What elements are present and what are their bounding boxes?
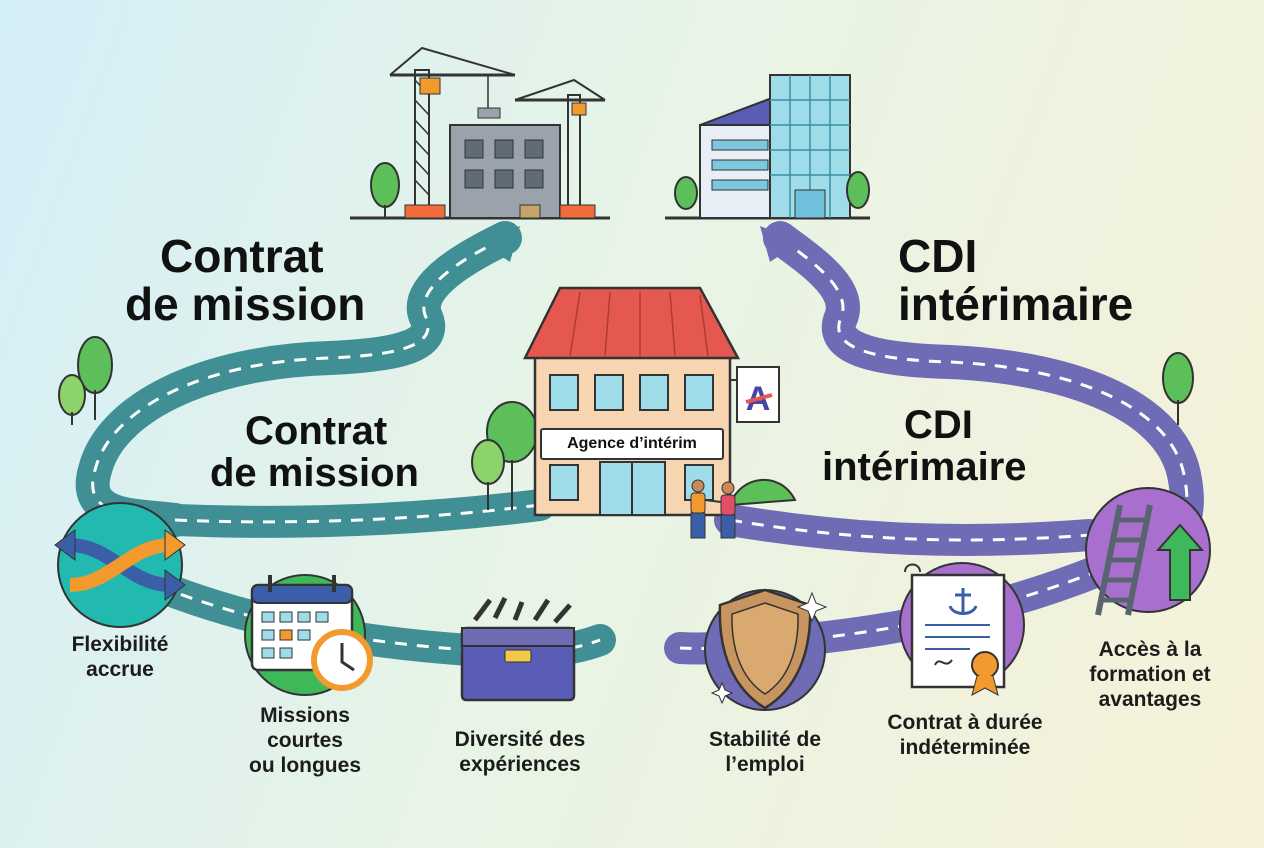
- heading-right-top-line2: intérimaire: [898, 278, 1134, 331]
- label-training: Accès à la formation et avantages: [1089, 638, 1211, 712]
- label-flexibility: Flexibilité accrue: [71, 633, 169, 682]
- label-cdi-contract: Contrat à durée indéterminée: [887, 711, 1043, 760]
- heading-left-top-line1: Contrat: [160, 230, 324, 282]
- heading-left-mid-line1: Contrat: [245, 409, 388, 453]
- calendar-clock-icon: [244, 574, 373, 696]
- office-building-icon: [665, 74, 870, 220]
- people-icon: [690, 479, 736, 539]
- agency-building-icon: A: [471, 286, 797, 517]
- shield-icon: [704, 588, 828, 711]
- contract-scroll-icon: [899, 562, 1025, 696]
- shuffle-arrows-icon: [54, 502, 186, 628]
- heading-right-top-line1: CDI: [898, 230, 978, 282]
- tree-icon: [58, 336, 1194, 425]
- toolbox-icon: [460, 596, 576, 702]
- ladder-arrow-icon: [1085, 487, 1211, 616]
- construction-site-icon: [350, 46, 610, 220]
- heading-left-top: Contrat de mission: [125, 230, 365, 329]
- heading-right-mid-line2: intérimaire: [822, 445, 1027, 489]
- heading-right-top: CDI intérimaire: [898, 232, 1133, 329]
- label-missions: Missions courtes ou longues: [249, 704, 361, 778]
- heading-right-mid-line1: CDI: [904, 403, 973, 447]
- heading-left-top-line2: de mission: [125, 278, 366, 331]
- label-stability: Stabilité de l’emploi: [708, 728, 822, 777]
- heading-right-mid: CDI intérimaire: [822, 404, 1027, 488]
- heading-left-mid-line2: de mission: [210, 451, 419, 495]
- heading-left-mid: Contrat de mission: [210, 409, 419, 494]
- label-diversity: Diversité des expériences: [454, 728, 586, 777]
- agency-sign: Agence d’intérim: [540, 428, 724, 460]
